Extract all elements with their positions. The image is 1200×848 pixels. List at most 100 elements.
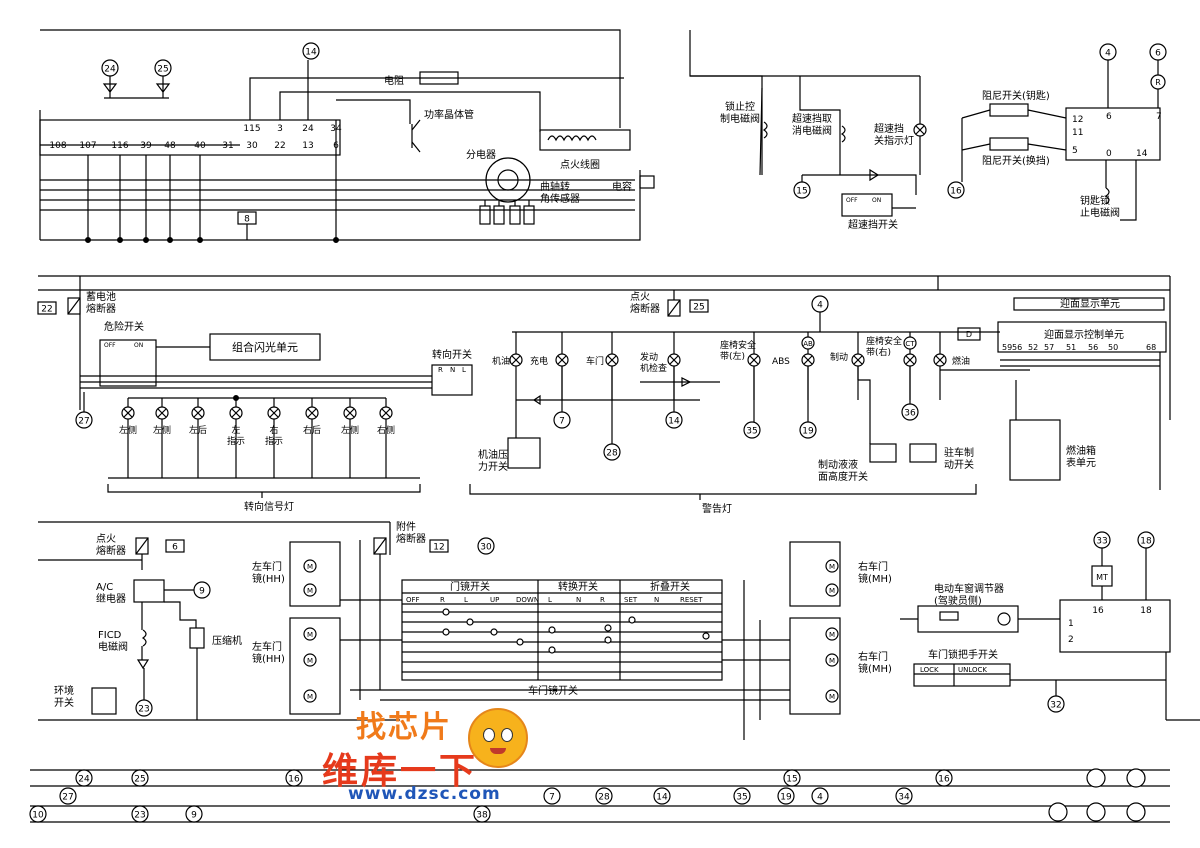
wire (961, 143, 991, 151)
warn-label: 机油 (492, 355, 510, 367)
od-lamp-label: 超速挡 (874, 122, 904, 135)
wire (193, 408, 203, 418)
inhibit-key-switch (989, 103, 1029, 117)
wire (858, 379, 871, 444)
hazard-switch-label: 危险开关 (104, 320, 144, 333)
switch-contact (548, 626, 556, 634)
bus-connector-label: 34 (898, 793, 910, 803)
warn-group-label: 警告灯 (702, 502, 732, 515)
wire (107, 484, 421, 498)
od-switch (841, 193, 893, 217)
connector-30 (477, 537, 495, 555)
distributor-icon (485, 157, 531, 203)
mirror-switch-table (401, 579, 723, 681)
connector-4b-label: 4 (817, 301, 823, 311)
ign-fuse-label: 点火 (630, 291, 650, 303)
bus-connector (811, 787, 829, 805)
warn-label: 座椅安全 (720, 339, 756, 351)
acc-fuse-label: 附件 (396, 520, 416, 533)
ab-badge-label: AB (803, 340, 813, 348)
hud-unit (1013, 297, 1165, 311)
wire (469, 484, 977, 500)
warn-label: ABS (772, 357, 790, 367)
switch-contact (442, 628, 450, 636)
box-25 (689, 299, 709, 313)
ecu-pin-label: 24 (302, 124, 314, 134)
bus-connector (185, 805, 203, 823)
d-badge (957, 327, 981, 341)
fuel-gauge-unit (1009, 419, 1061, 481)
wire (135, 537, 149, 555)
connector-14 (302, 42, 320, 60)
mirror-col: N (576, 596, 581, 604)
bus-connector (733, 787, 751, 805)
inhibit-key-label: 阻尼开关(钥匙) (982, 89, 1050, 102)
ab-badge (801, 336, 815, 350)
bus-connector-label: 15 (786, 775, 797, 785)
wire (67, 297, 81, 315)
d-badge-label: D (966, 330, 972, 339)
junction (197, 237, 204, 244)
motor-m: M (307, 693, 313, 701)
box-25-label: 25 (693, 303, 704, 313)
junction (143, 237, 150, 244)
left-mirror-1-label: 镜(HH) (252, 572, 285, 585)
plug-icon (509, 205, 521, 225)
watermark-mascot-icon (468, 708, 528, 768)
connector-15-label: 15 (796, 187, 807, 197)
change-sw-label: 转换开关 (558, 580, 598, 593)
switch-contact (702, 632, 710, 640)
box-22 (37, 301, 57, 315)
distributor-label: 分电器 (466, 148, 496, 161)
wire (269, 408, 279, 418)
ecu-pin-label: 115 (243, 124, 260, 134)
motor-m: M (829, 693, 835, 701)
pin: 5 (1072, 146, 1078, 156)
angle-sensor-label: 曲轴转 (540, 180, 570, 193)
wire (1027, 143, 1067, 151)
key-lock-unit (1065, 107, 1161, 161)
motor-icon (825, 653, 839, 667)
box-12 (429, 539, 449, 553)
connector-32-label: 32 (1050, 701, 1061, 711)
hud-pin: 56 (1012, 343, 1022, 352)
mirror-col: UP (490, 596, 499, 604)
bus-connector-label: 19 (780, 793, 792, 803)
wire (411, 141, 421, 153)
fold-sw-label: 折叠开关 (650, 580, 690, 593)
left-mirror-2-label: 左车门 (252, 640, 282, 653)
connector-35-label: 35 (746, 427, 757, 437)
coil-label: 点火线圈 (560, 158, 600, 171)
ecu-pin-label: 107 (79, 141, 96, 151)
box-6 (165, 539, 185, 553)
solenoid-icon (1104, 187, 1110, 205)
right-mirror-1-label: 右车门 (858, 560, 888, 573)
door-lock-label: 车门锁把手开关 (928, 648, 998, 661)
bus-connector (783, 769, 801, 787)
mirror-col: R (440, 596, 445, 604)
wire (1027, 109, 1067, 119)
ecu-pin-label: 39 (140, 141, 152, 151)
capacitor-label: 电容 (612, 180, 632, 193)
lamp-label: 指示 (265, 435, 283, 447)
mirror-col: L (548, 596, 552, 604)
ecu-pin-label: 40 (194, 141, 206, 151)
bus-connector (29, 805, 47, 823)
motor-icon (825, 559, 839, 573)
connector-7-label: 7 (559, 417, 565, 427)
pin: 7 (1156, 112, 1162, 122)
wire (667, 299, 681, 317)
resistor-icon (419, 71, 459, 85)
oil-switch-label: 机油压 (478, 448, 508, 461)
seat-adjuster-label: 电动车窗调节器 (934, 582, 1004, 595)
bus-connector-label: 10 (32, 811, 44, 821)
mirror-col: OFF (406, 596, 420, 604)
pin: 11 (1072, 128, 1083, 138)
connector-36-label: 36 (904, 409, 916, 419)
ac-relay-label: A/C (96, 582, 113, 593)
pin: 2 (1068, 635, 1074, 645)
wire (411, 119, 421, 131)
left-mirror-2 (289, 617, 341, 715)
motor-m: M (307, 657, 313, 665)
